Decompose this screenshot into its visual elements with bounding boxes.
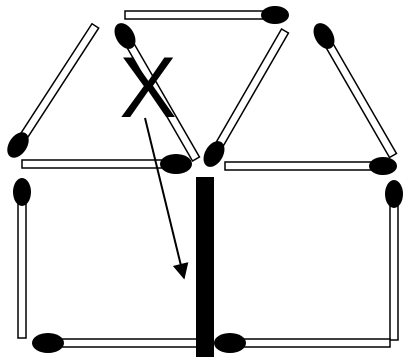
vertical-bar-marker (196, 177, 214, 357)
move-arrow (145, 118, 184, 278)
matchstick-bottom-left[interactable] (32, 333, 204, 353)
matchstick-right-vertical[interactable] (385, 180, 403, 340)
matchstick-upper-right[interactable] (309, 19, 401, 160)
matchstick-right-horizontal[interactable] (225, 157, 397, 175)
matchstick-center-diagonal[interactable] (199, 27, 293, 171)
matchstick-bottom-right[interactable] (214, 333, 390, 353)
matchstick-top-beam[interactable] (125, 6, 289, 24)
matchstick-upper-left[interactable] (3, 21, 103, 162)
matchstick-left-horizontal[interactable] (22, 154, 192, 174)
matchstick-left-vertical[interactable] (13, 178, 31, 338)
x-marker-label: X (108, 48, 188, 128)
